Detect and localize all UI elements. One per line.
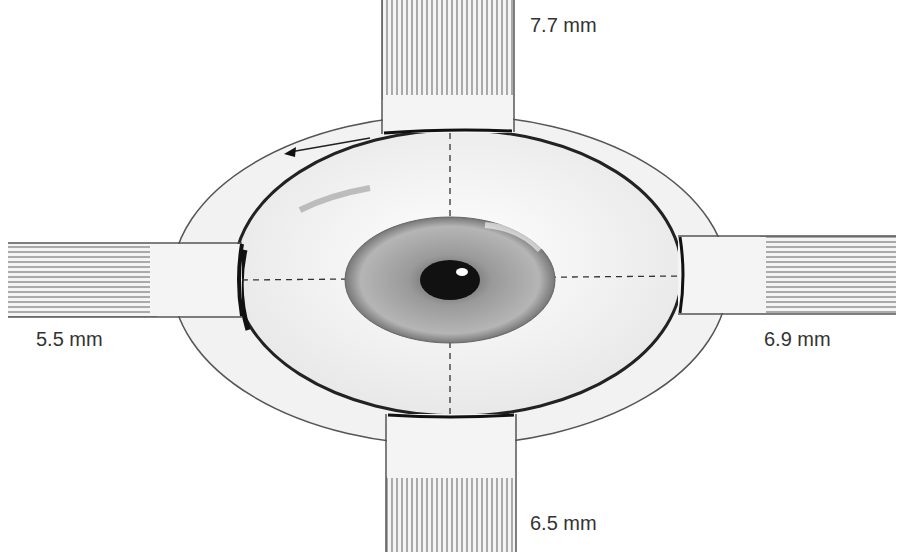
- dimension-label: 6.9 mm: [762, 328, 833, 351]
- dimension-label: 7.7 mm: [528, 14, 599, 37]
- dimension-label: 6.5 mm: [528, 512, 599, 535]
- dimension-label: 5.5 mm: [34, 328, 105, 351]
